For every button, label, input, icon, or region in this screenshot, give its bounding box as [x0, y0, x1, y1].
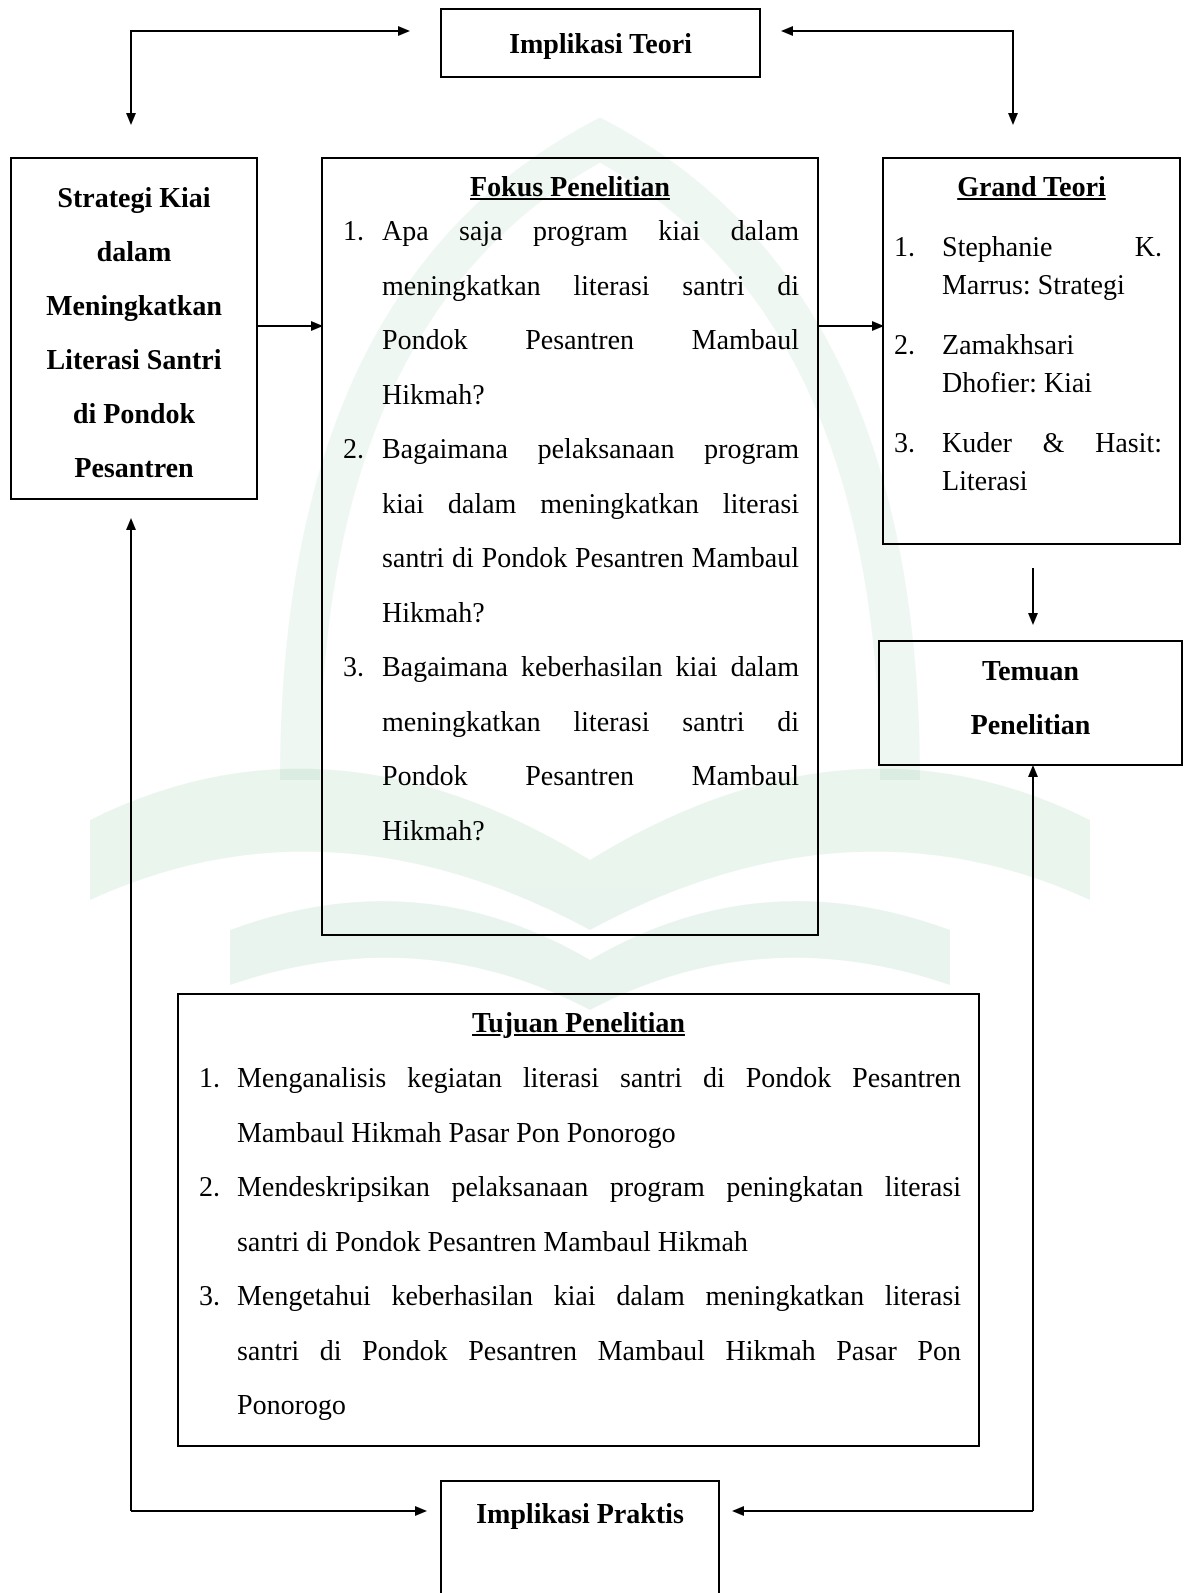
strategi-line: Pesantren [74, 453, 194, 484]
item-number: 2. [894, 330, 915, 361]
list-item: 1. Stephanie K. Marrus: Strategi [894, 229, 1162, 305]
item-text: Mendeskripsikan pelaksanaan program peni… [237, 1172, 961, 1258]
implikasi-teori-box: Implikasi Teori [440, 8, 761, 78]
strategi-text: Strategi Kiai dalam Meningkatkan Literas… [12, 172, 256, 496]
item-text: Kuder & Hasit: Literasi [942, 428, 1162, 497]
list-item: 2. Bagaimana pelaksanaan program kiai dal… [343, 423, 799, 641]
item-number: 2. [343, 434, 364, 465]
strategi-line: Strategi Kiai [57, 183, 211, 214]
implikasi-praktis-box: Implikasi Praktis [440, 1480, 720, 1593]
temuan-line: Penelitian [970, 710, 1091, 741]
list-item: 3. Bagaimana keberhasilan kiai dalam meni… [343, 641, 799, 859]
grand-list: 1. Stephanie K. Marrus: Strategi 2. Zamakh… [894, 229, 1162, 523]
list-item: 1. Apa saja program kiai dalam meningkatk… [343, 205, 799, 423]
strategi-box: Strategi Kiai dalam Meningkatkan Literas… [10, 157, 258, 500]
item-text: Zamakhsari Dhofier: Kiai [942, 330, 1093, 399]
list-item: 2. Zamakhsari Dhofier: Kiai [894, 327, 1162, 403]
item-number: 1. [199, 1063, 220, 1094]
strategi-line: di Pondok [72, 399, 196, 430]
list-item: 3. Mengetahui keberhasilan kiai dalam men… [199, 1270, 961, 1434]
grand-title: Grand Teori [957, 172, 1106, 203]
fokus-title: Fokus Penelitian [470, 172, 670, 203]
item-text: Apa saja program kiai dalam meningkatkan… [382, 216, 799, 411]
strategi-line: dalam [96, 237, 172, 268]
tujuan-list: 1. Menganalisis kegiatan literasi santri … [199, 1052, 961, 1434]
temuan-penelitian-box: Temuan Penelitian [878, 640, 1183, 766]
arrow-teori-grand [781, 26, 1014, 40]
temuan-text: Temuan Penelitian [880, 645, 1181, 753]
item-number: 3. [343, 652, 364, 683]
item-text: Menganalisis kegiatan literasi santri di… [237, 1063, 961, 1149]
strategi-line: Meningkatkan [46, 291, 222, 322]
item-number: 2. [199, 1172, 220, 1203]
list-item: 2. Mendeskripsikan pelaksanaan program pe… [199, 1161, 961, 1270]
strategi-line: Literasi Santri [46, 345, 222, 376]
tujuan-title: Tujuan Penelitian [472, 1008, 685, 1039]
implikasi-praktis-label: Implikasi Praktis [476, 1499, 684, 1530]
item-number: 3. [199, 1281, 220, 1312]
list-item: 3. Kuder & Hasit: Literasi [894, 425, 1162, 501]
tujuan-penelitian-box: Tujuan Penelitian 1. Menganalisis kegiata… [177, 993, 980, 1447]
arrow-teori-strategi [130, 26, 410, 122]
item-text: Bagaimana pelaksanaan program kiai dalam… [382, 434, 799, 629]
grand-teori-box: Grand Teori 1. Stephanie K. Marrus: Strat… [882, 157, 1181, 545]
item-text: Bagaimana keberhasilan kiai dalam mening… [382, 652, 799, 847]
item-text: Stephanie K. Marrus: Strategi [942, 232, 1162, 301]
item-number: 3. [894, 428, 915, 459]
item-number: 1. [894, 232, 915, 263]
fokus-penelitian-box: Fokus Penelitian 1. Apa saja program kiai… [321, 157, 819, 936]
list-item: 1. Menganalisis kegiatan literasi santri … [199, 1052, 961, 1161]
item-number: 1. [343, 216, 364, 247]
implikasi-teori-label: Implikasi Teori [509, 29, 692, 60]
temuan-line: Temuan [981, 656, 1079, 687]
item-text: Mengetahui keberhasilan kiai dalam menin… [237, 1281, 961, 1421]
fokus-list: 1. Apa saja program kiai dalam meningkatk… [343, 205, 799, 859]
